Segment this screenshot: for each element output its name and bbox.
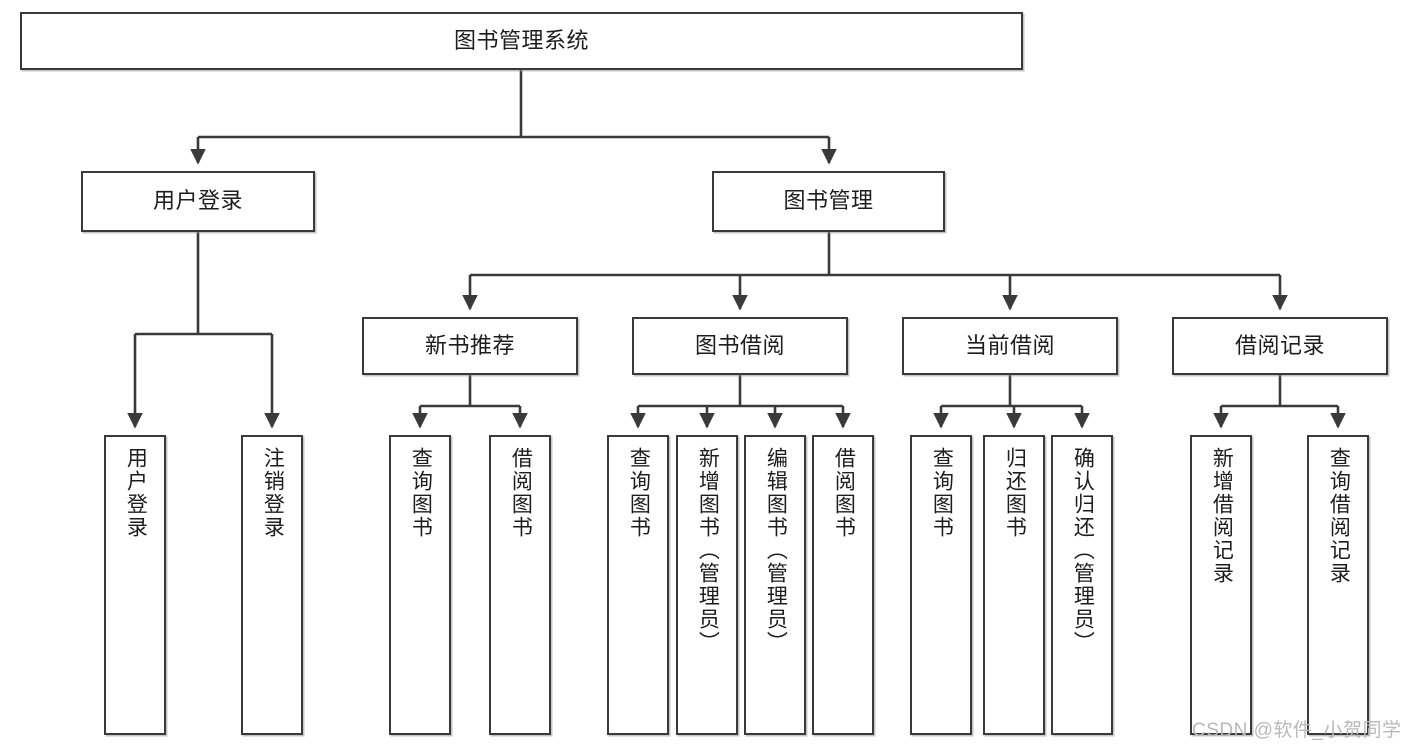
leaf-cur-confirm[interactable]: 确认归还（管理员） [1051,435,1113,735]
leaf-cur-return-label: 归还图书 [1003,447,1027,539]
node-borrow-record[interactable]: 借阅记录 [1172,317,1388,375]
csdn-watermark: CSDN @软件_小贺同学 [1192,720,1402,741]
leaf-rec-query[interactable]: 查询图书 [389,435,451,735]
leaf-cur-query[interactable]: 查询图书 [910,435,972,735]
node-current-borrow-label: 当前借阅 [964,332,1055,358]
leaf-user-logout[interactable]: 注销登录 [241,435,303,735]
leaf-cur-confirm-label: 确认归还（管理员） [1071,447,1095,654]
leaf-borrow-query-label: 查询图书 [627,447,651,539]
leaf-rec-add-label: 新增借阅记录 [1210,447,1234,585]
leaf-user-logout-label: 注销登录 [261,447,285,539]
node-user-login-label: 用户登录 [152,188,243,214]
node-new-book-rec[interactable]: 新书推荐 [362,317,578,375]
leaf-rec-search-label: 查询借阅记录 [1327,447,1351,585]
node-root-label: 图书管理系统 [453,27,589,53]
leaf-borrow-do[interactable]: 借阅图书 [812,435,874,735]
node-new-book-rec-label: 新书推荐 [424,332,515,358]
node-book-borrow[interactable]: 图书借阅 [632,317,848,375]
leaf-borrow-query[interactable]: 查询图书 [607,435,669,735]
node-root[interactable]: 图书管理系统 [20,12,1023,70]
leaf-borrow-add[interactable]: 新增图书（管理员） [676,435,738,735]
leaf-borrow-do-label: 借阅图书 [832,447,856,539]
leaf-rec-borrow[interactable]: 借阅图书 [489,435,551,735]
leaf-rec-query-label: 查询图书 [409,447,433,539]
node-user-login[interactable]: 用户登录 [81,171,315,232]
node-book-borrow-label: 图书借阅 [694,332,785,358]
node-book-manage-label: 图书管理 [783,188,874,214]
leaf-rec-add[interactable]: 新增借阅记录 [1190,435,1252,735]
node-book-manage[interactable]: 图书管理 [712,171,945,232]
leaf-borrow-edit[interactable]: 编辑图书（管理员） [744,435,806,735]
leaf-rec-borrow-label: 借阅图书 [509,447,533,539]
node-current-borrow[interactable]: 当前借阅 [902,317,1118,375]
leaf-borrow-add-label: 新增图书（管理员） [696,447,720,654]
leaf-rec-search[interactable]: 查询借阅记录 [1307,435,1369,735]
leaf-cur-query-label: 查询图书 [930,447,954,539]
node-borrow-record-label: 借阅记录 [1234,332,1325,358]
leaf-user-login[interactable]: 用户登录 [104,435,166,735]
leaf-user-login-label: 用户登录 [124,447,148,539]
leaf-borrow-edit-label: 编辑图书（管理员） [764,447,788,654]
leaf-cur-return[interactable]: 归还图书 [983,435,1045,735]
